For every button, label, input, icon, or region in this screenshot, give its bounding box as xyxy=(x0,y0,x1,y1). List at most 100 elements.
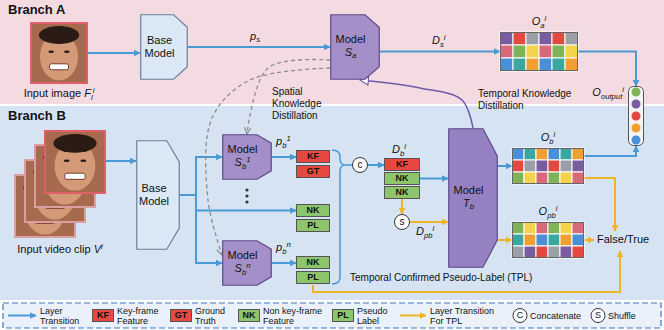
grid-border xyxy=(501,33,578,71)
mouth xyxy=(65,173,85,179)
model-outline xyxy=(223,135,272,180)
grid-cell xyxy=(565,32,578,45)
text-part: KF xyxy=(97,310,109,320)
connector xyxy=(360,80,473,128)
node-label: Ooutputi xyxy=(592,86,624,101)
branch-title: Branch B xyxy=(8,109,66,124)
photo-frame xyxy=(45,131,105,193)
grid-cell xyxy=(536,172,548,184)
output-dot xyxy=(632,112,641,121)
legend-frame xyxy=(3,303,661,328)
grid-cell xyxy=(572,148,584,160)
connector xyxy=(88,52,140,54)
grid-cell xyxy=(536,160,548,172)
text-part: GT xyxy=(175,310,188,320)
grid-cell xyxy=(524,222,536,234)
grid-cell xyxy=(500,58,513,71)
grid-cell xyxy=(548,148,560,160)
shuffle-circle: s xyxy=(394,214,410,230)
connector xyxy=(368,164,384,166)
text-part: S xyxy=(235,262,242,274)
text-part: pb xyxy=(424,231,433,240)
text-part: a xyxy=(540,20,544,29)
text-part: O xyxy=(532,15,541,27)
legend-sample-letter: C xyxy=(513,309,527,322)
legend-sample-letter: GT xyxy=(170,309,192,322)
text-part: Model xyxy=(454,184,484,196)
diagram-label: Dbi xyxy=(392,143,406,158)
text-part: i xyxy=(444,33,446,42)
text-part: a xyxy=(352,51,356,60)
legend-circle-sample xyxy=(513,309,527,323)
text-part: p xyxy=(276,241,282,253)
node-label: Opbi xyxy=(539,205,558,220)
ellipsis-dot xyxy=(245,188,248,191)
node-label: PL xyxy=(307,272,319,282)
branch-b-ground xyxy=(0,106,664,300)
text-part: Input video clip xyxy=(17,243,93,255)
node-label: NK xyxy=(396,173,409,183)
text-part: output xyxy=(601,92,622,101)
grid-cell xyxy=(513,32,526,45)
text-part: Model xyxy=(228,143,258,155)
diagram-label: False/True xyxy=(597,233,649,246)
text-part: Model xyxy=(336,33,366,45)
text-part: NK xyxy=(396,187,409,197)
connector xyxy=(188,46,330,48)
text-part: O xyxy=(541,131,550,143)
text-part: D xyxy=(416,225,424,237)
node-shape xyxy=(512,222,584,258)
edge-label: ps xyxy=(250,30,260,45)
text-part: NK xyxy=(307,257,320,267)
non-key-frame-feature: NK xyxy=(296,204,330,217)
text-part: Branch B xyxy=(8,108,66,123)
text-part: b xyxy=(282,141,286,150)
non-key-frame-feature: NK xyxy=(296,256,330,269)
text-part: i xyxy=(101,242,103,251)
legend-label: Key-frame Feature xyxy=(117,303,167,328)
eye xyxy=(48,51,54,53)
mouth xyxy=(49,64,68,70)
grid-cell xyxy=(512,246,524,258)
text-part: S xyxy=(595,310,601,320)
text-part: KF xyxy=(307,151,319,161)
text-part: b xyxy=(549,136,553,145)
node-label: NK xyxy=(307,205,320,215)
model-outline xyxy=(137,141,180,250)
node-label: Obi xyxy=(541,131,556,146)
grid-cell xyxy=(548,234,560,246)
node-shape xyxy=(512,148,584,184)
text-part: p xyxy=(276,135,282,147)
grid-cell xyxy=(500,32,513,45)
node-label: Model Sb1 xyxy=(224,143,261,171)
legend-label: Non key-frame Feature xyxy=(263,303,327,328)
node-shape xyxy=(330,14,380,80)
text-part: T xyxy=(463,197,470,209)
connector xyxy=(272,156,296,158)
input-video: Input video clip Vi xyxy=(14,130,106,240)
text-part: i xyxy=(556,204,558,213)
output-dot xyxy=(632,88,641,97)
grid-cell xyxy=(552,32,565,45)
grid-cell xyxy=(524,234,536,246)
grid-cell xyxy=(572,172,584,184)
video-frame xyxy=(45,131,105,193)
text-part: O xyxy=(539,205,548,217)
output-strip: Ooutputi xyxy=(628,86,644,146)
text-part: s xyxy=(400,216,405,227)
text-part: V xyxy=(94,243,101,255)
model-outline xyxy=(141,15,188,80)
text-part: c xyxy=(358,159,363,170)
grid-cell xyxy=(512,148,524,160)
text-part: pb xyxy=(547,210,556,219)
text-part: i xyxy=(93,86,95,95)
eye xyxy=(64,51,70,53)
node-shape xyxy=(500,32,578,71)
diagram-label: Temporal Confirmed Pseudo-Label (TPL) xyxy=(350,272,532,284)
grid-cell xyxy=(560,246,572,258)
